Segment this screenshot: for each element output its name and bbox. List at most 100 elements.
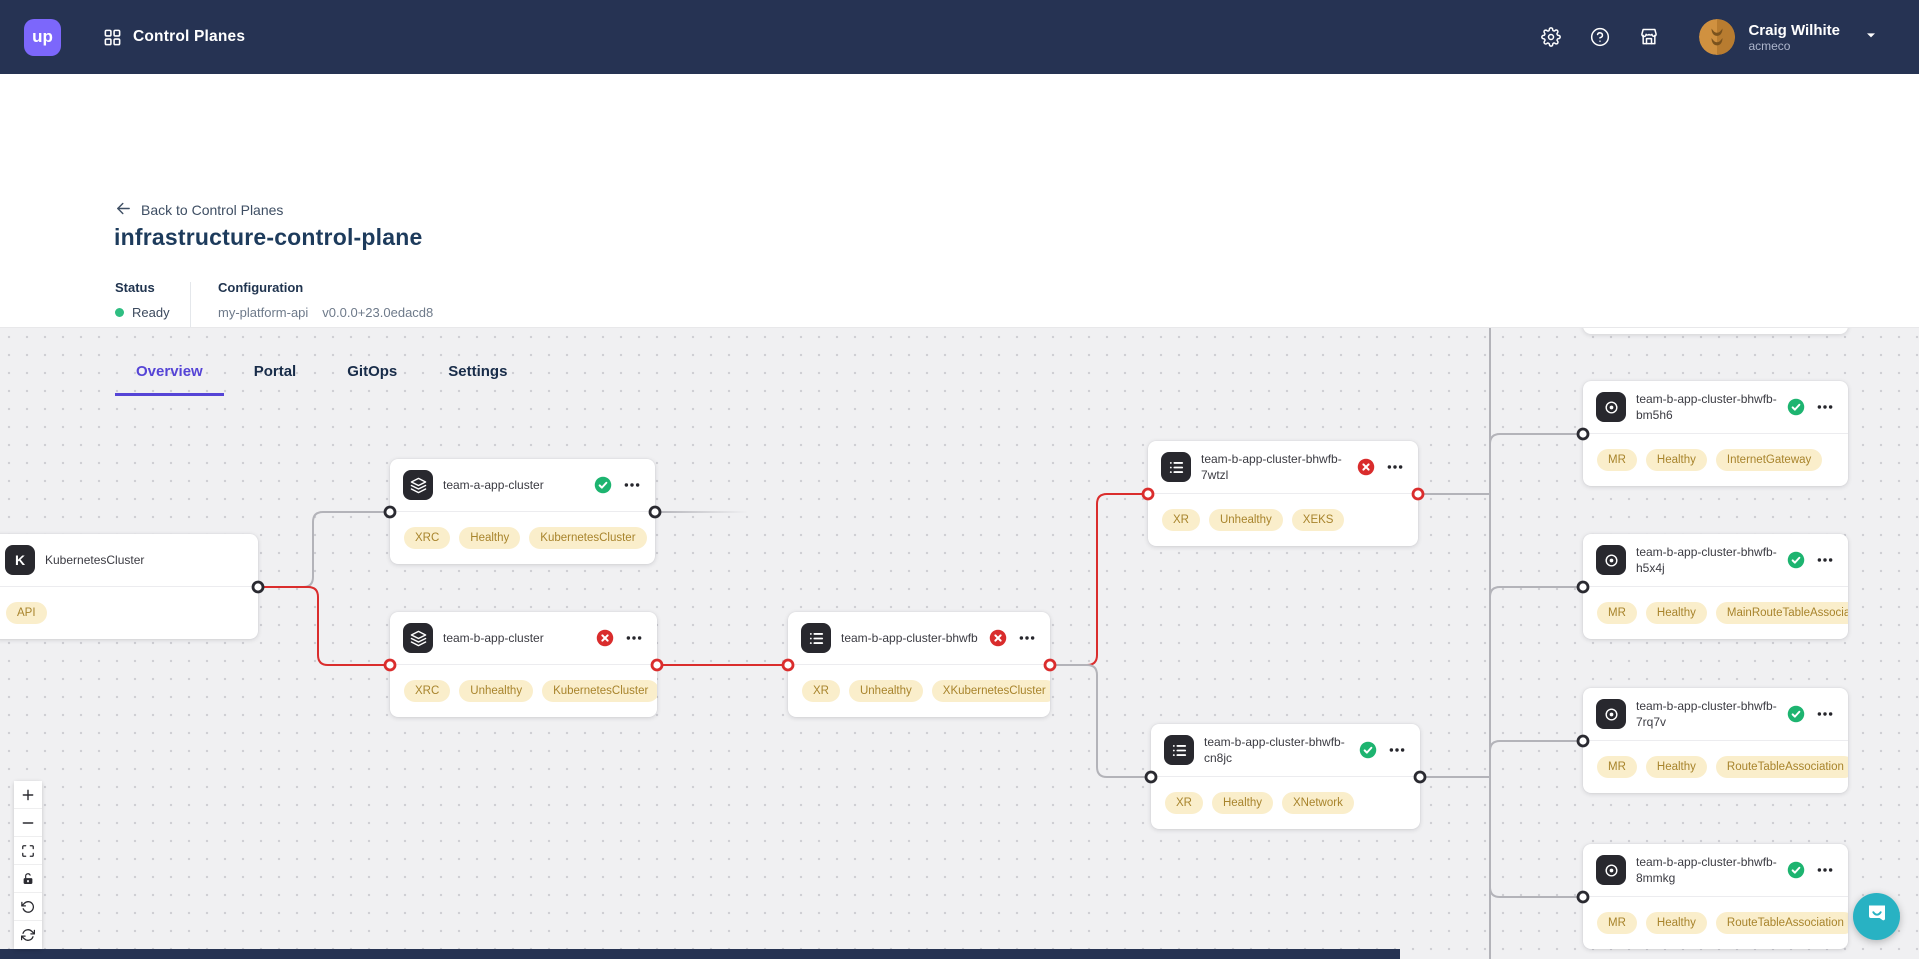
healthy-check-icon [1787,398,1805,416]
tab-portal[interactable]: Portal [254,363,297,396]
badge-internetgateway: InternetGateway [1715,449,1823,471]
refresh-button[interactable] [14,921,42,949]
avatar [1699,19,1736,55]
edge-bus--team-b-app-cluster-bhwfb-h5x4j [1489,586,1583,598]
help-icon[interactable] [1589,26,1611,48]
badge-xnetwork: XNetwork [1281,792,1354,814]
badge-healthy: Healthy [1645,449,1707,471]
edge-bus--team-b-app-cluster-bhwfb-bm5h6 [1489,433,1583,445]
node-badges: MRHealthyMainRouteTableAssociation [1583,587,1848,639]
badge-healthy: Healthy [1645,912,1707,934]
configuration-name: my-platform-api [218,305,309,320]
upbound-logo[interactable]: up [24,18,61,56]
node-menu-ellipsis[interactable] [1815,551,1835,569]
status-label: Status [115,280,155,295]
healthy-check-icon [1787,551,1805,569]
user-menu[interactable]: Craig Wilhite acmeco [1699,19,1879,55]
rotate-button[interactable] [14,893,42,921]
badge-xr: XR [802,680,840,702]
managed-resource-icon [1596,545,1626,575]
page-title: infrastructure-control-plane [114,224,423,250]
bottom-bar [0,949,1400,959]
badge-mr: MR [1597,756,1637,778]
managed-resource-icon [1596,392,1626,422]
badge-mr: MR [1597,602,1637,624]
tab-settings[interactable]: Settings [448,363,507,396]
settings-icon[interactable] [1540,26,1562,48]
badge-api: API [6,602,47,624]
node-label: team-b-app-cluster-bhwfb-7wtzl [1201,452,1342,482]
unhealthy-x-icon [1357,458,1375,476]
lock-button[interactable] [14,865,42,893]
node-badges: MR Healthy InternetGateway [1583,434,1848,486]
arrow-left-icon [115,200,132,220]
managed-resource-icon [1596,855,1626,885]
back-link-label: Back to Control Planes [141,202,284,218]
user-name: Craig Wilhite [1748,21,1840,39]
xr-resource-icon [1164,735,1194,765]
top-navbar: up Control Planes Craig Wilhite acmeco [0,0,1919,74]
healthy-check-icon [1787,705,1805,723]
back-link[interactable]: Back to Control Planes [115,200,283,220]
node-menu-ellipsis[interactable] [1017,629,1037,647]
node-menu-ellipsis[interactable] [622,476,642,494]
node-label: team-b-app-cluster-bhwfb-7rq7v [1636,699,1777,729]
zoom-in-button[interactable] [14,781,42,809]
node-menu-ellipsis[interactable] [624,629,644,647]
managed-resource-icon [1596,699,1626,729]
badge-mr: MR [1597,449,1637,471]
chat-launcher-button[interactable] [1853,893,1900,940]
node-menu-ellipsis[interactable] [1815,705,1835,723]
edge-kubernetes-cluster--team-b-app-cluster [258,586,390,666]
marketplace-icon[interactable] [1638,26,1660,48]
badge-unhealthy: Unhealthy [1208,509,1283,531]
graph-toolbar [14,781,42,949]
edge-bus--team-b-app-cluster-bhwfb-7rq7v [1489,740,1583,752]
control-plane-meta: Status Ready Configuration my-platform-a… [115,280,433,330]
edge-team-b-app-cluster-bhwfb--team-b-app-cluster-bhwfb-cn8jc [1050,664,1151,778]
zoom-out-button[interactable] [14,809,42,837]
node-menu-ellipsis[interactable] [1815,861,1835,879]
node-label: team-b-app-cluster-bhwfb [841,631,978,645]
node-card-partial-top[interactable] [1583,328,1848,334]
unhealthy-x-icon [989,629,1007,647]
node-badges: API [0,587,258,639]
node-menu-ellipsis[interactable] [1387,741,1407,759]
healthy-check-icon [594,476,612,494]
badge-unhealthy: Unhealthy [459,680,534,702]
tabs: Overview Portal GitOps Settings [115,363,558,396]
user-org: acmeco [1748,38,1791,53]
tab-gitops[interactable]: GitOps [347,363,397,396]
edge-team-b-app-cluster-bhwfb--team-b-app-cluster-bhwfb-7wtzl [1050,493,1148,666]
node-label: team-a-app-cluster [443,478,544,492]
node-menu-ellipsis[interactable] [1815,398,1835,416]
status-ready-dot [115,308,124,317]
edge-bus--team-b-app-cluster-bhwfb-8mmkg [1489,886,1583,898]
badge-mainroutetableassociation: MainRouteTableAssociation [1715,602,1848,624]
badge-healthy: Healthy [459,527,521,549]
tab-overview[interactable]: Overview [115,363,224,396]
badge-xr: XR [1165,792,1203,814]
healthy-check-icon [1359,741,1377,759]
node-menu-ellipsis[interactable] [1385,458,1405,476]
fit-view-button[interactable] [14,837,42,865]
composite-resource-icon [403,623,433,653]
xr-resource-icon [1161,452,1191,482]
badge-routetableassociation: RouteTableAssociation [1715,756,1848,778]
badge-xrc: XRC [404,680,451,702]
